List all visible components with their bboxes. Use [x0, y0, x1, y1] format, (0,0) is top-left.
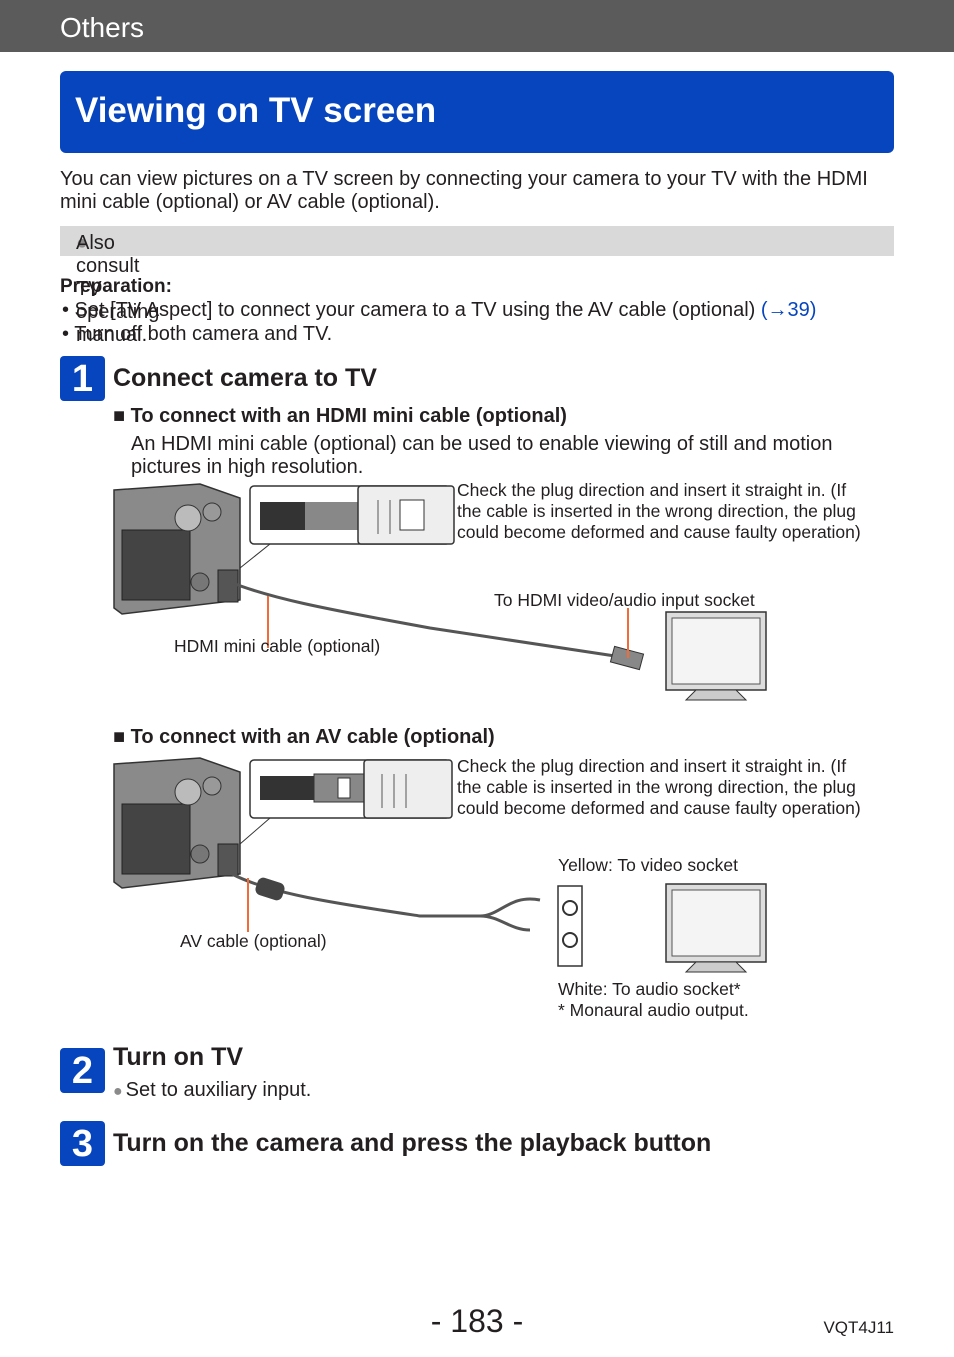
top-bar: Others: [0, 0, 954, 52]
note-box: ●Also consult TV operating manual.: [60, 226, 894, 346]
av-cable-label: AV cable (optional): [180, 931, 327, 951]
video-socket-icon: [562, 900, 578, 916]
tv-illustration: [665, 611, 767, 701]
hdmi-description: An HDMI mini cable (optional) can be use…: [131, 433, 833, 478]
av-caution: Check the plug direction and insert it s…: [457, 756, 861, 818]
footnote: * Monaural audio output.: [558, 1000, 749, 1020]
hdmi-caution: Check the plug direction and insert it s…: [457, 480, 861, 542]
bullet-icon: ●: [113, 1083, 123, 1100]
hdmi-cable-label: HDMI mini cable (optional): [174, 636, 381, 656]
hdmi-connection-illustration: [113, 483, 767, 701]
bullet-icon: ●: [76, 232, 89, 254]
av-heading: ■ To connect with an AV cable (optional): [113, 726, 495, 748]
step-1-badge: 1: [60, 356, 105, 401]
step-2-detail: ●Set to auxiliary input.: [113, 1079, 312, 1101]
step-3-title: Turn on the camera and press the playbac…: [113, 1129, 712, 1157]
page-link[interactable]: (→39): [760, 299, 817, 321]
step-2-title: Turn on TV: [113, 1043, 244, 1071]
title-banner: Viewing on TV screen: [60, 71, 894, 153]
tv-illustration: [665, 883, 767, 973]
page-number: - 183 -: [430, 1303, 524, 1339]
hdmi-socket-label: To HDMI video/audio input socket: [494, 590, 755, 610]
camera-illustration: [113, 483, 241, 615]
page-title: Viewing on TV screen: [75, 91, 437, 130]
step-2-badge: 2: [60, 1048, 105, 1093]
step-3-badge: 3: [60, 1121, 105, 1166]
note-text: Also consult TV operating manual.: [76, 232, 160, 346]
av-socket-closeup: [363, 759, 453, 819]
document-code: VQT4J11: [823, 1318, 894, 1337]
tv-socket-closeup: [357, 485, 455, 545]
preparation-item-2: • Turn off both camera and TV.: [62, 323, 333, 345]
rca-socket-panel: [557, 885, 583, 967]
white-label: White: To audio socket*: [558, 979, 741, 999]
yellow-label: Yellow: To video socket: [558, 855, 738, 875]
audio-socket-icon: [562, 932, 578, 948]
camera-illustration: [113, 757, 241, 889]
av-connection-illustration: [113, 757, 767, 973]
hdmi-heading: ■ To connect with an HDMI mini cable (op…: [113, 405, 567, 427]
section-label: Others: [60, 12, 145, 43]
intro-text: You can view pictures on a TV screen by …: [60, 168, 868, 213]
preparation-label: Preparation:: [60, 276, 172, 297]
step-1-title: Connect camera to TV: [113, 364, 377, 392]
preparation-item-1: • Set [TV Aspect] to connect your camera…: [62, 299, 817, 321]
